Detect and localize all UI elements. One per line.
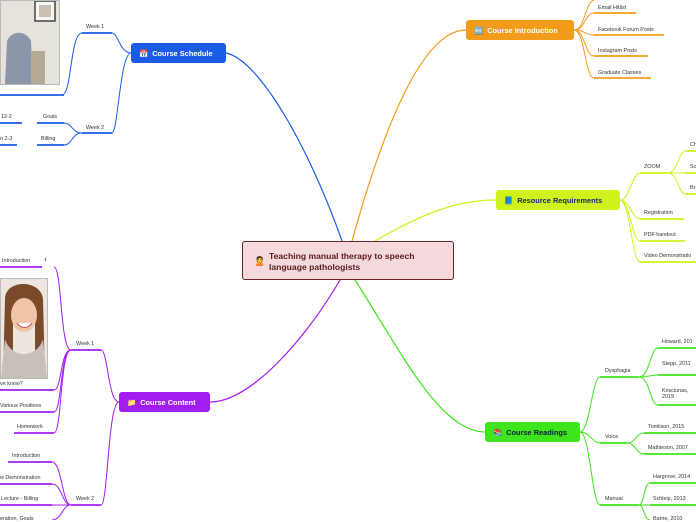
link-center-readings xyxy=(354,279,486,433)
reading-barrie[interactable]: Barrie, 2010 xyxy=(653,516,683,522)
content-w2-goals[interactable]: eration, Goals xyxy=(0,516,34,522)
new-badge-icon: 🆕 xyxy=(474,25,484,35)
course-schedule-node[interactable]: 📅 Course Schedule xyxy=(131,43,226,63)
content-w2-demonstration[interactable]: w Demonstration xyxy=(0,475,41,481)
intro-instagram-posts[interactable]: Instagram Posts xyxy=(598,48,637,54)
schedule-partial-1[interactable]: 12-2 xyxy=(1,114,12,120)
content-week1[interactable]: Week 1 xyxy=(76,341,95,347)
reading-mathieson[interactable]: Mathieson, 2007 xyxy=(648,445,688,451)
content-w2-introduction[interactable]: Introduction xyxy=(12,453,41,459)
photo-image xyxy=(1,1,59,84)
schedule-billing[interactable]: Billing xyxy=(41,136,56,142)
link-center-schedule xyxy=(225,52,343,242)
books-icon: 📚 xyxy=(493,427,503,437)
readings-manual[interactable]: Manual xyxy=(605,496,623,502)
resource-zoom-item-2[interactable]: Sc xyxy=(690,164,696,170)
resource-pdf-handout[interactable]: PDF handout xyxy=(644,232,676,238)
readings-links xyxy=(579,347,696,520)
link-center-resource xyxy=(374,199,497,242)
course-introduction-label: Course Introduction xyxy=(487,25,558,35)
course-content-label: Course Content xyxy=(140,397,196,407)
reading-tomlison[interactable]: Tomlison, 2015 xyxy=(648,424,685,430)
intro-email-hitlist[interactable]: Email Hitlist xyxy=(598,5,627,11)
link-center-intro xyxy=(351,29,467,242)
content-w2-lecture-billing[interactable]: Lecture - Billing xyxy=(1,496,39,502)
course-content-node[interactable]: 📁 Course Content xyxy=(119,392,210,412)
book-icon: 📘 xyxy=(504,195,514,205)
course-readings-label: Course Readings xyxy=(506,427,567,437)
central-topic[interactable]: 🙎 Teaching manual therapy to speech lang… xyxy=(242,241,454,280)
resource-zoom-item-3[interactable]: Br xyxy=(690,185,696,191)
reading-hargrove[interactable]: Hargrove, 2014 xyxy=(653,474,691,480)
schedule-week1[interactable]: Week 1 xyxy=(86,24,105,30)
reading-schleip[interactable]: Schleip, 2013 xyxy=(653,496,686,502)
resource-zoom[interactable]: ZOOM xyxy=(644,164,661,170)
course-schedule-label: Course Schedule xyxy=(152,48,213,58)
central-topic-text: Teaching manual therapy to speech langua… xyxy=(269,251,415,272)
link-center-content xyxy=(209,279,341,403)
folder-icon: 📁 xyxy=(127,397,137,407)
reading-stepp[interactable]: Stepp, 2011 xyxy=(662,361,691,367)
content-photo xyxy=(0,278,48,379)
course-introduction-node[interactable]: 🆕 Course Introduction xyxy=(466,20,574,40)
resource-links xyxy=(619,150,696,263)
intro-links xyxy=(573,0,664,79)
person-icon: 🙎 xyxy=(254,256,266,266)
reading-howard[interactable]: Howard, 201 xyxy=(662,339,693,345)
readings-voice[interactable]: Voice xyxy=(605,434,619,440)
resource-requirements-label: Resource Requirements xyxy=(517,195,603,205)
schedule-photo xyxy=(0,0,60,85)
content-links xyxy=(0,266,120,520)
intro-facebook-posts[interactable]: Facebook Forum Posts xyxy=(598,27,654,33)
content-w1-homework[interactable]: Homework xyxy=(17,424,43,430)
schedule-partial-2[interactable]: n 2-3 xyxy=(0,136,13,142)
readings-dysphagia[interactable]: Dysphagia xyxy=(605,368,631,374)
resource-zoom-item-1[interactable]: Ch xyxy=(690,142,696,148)
calendar-icon: 📅 xyxy=(139,48,149,58)
course-readings-node[interactable]: 📚 Course Readings xyxy=(485,422,580,442)
info-icon[interactable]: ℹ xyxy=(44,257,47,263)
intro-graduate-classes[interactable]: Graduate Classes xyxy=(598,70,642,76)
face-photo-image xyxy=(1,279,47,378)
schedule-goals[interactable]: Goals xyxy=(43,114,58,120)
content-w1-introduction[interactable]: Introduction xyxy=(2,258,31,264)
resource-requirements-node[interactable]: 📘 Resource Requirements xyxy=(496,190,620,210)
resource-registration[interactable]: Registration xyxy=(644,210,673,216)
schedule-week2[interactable]: Week 2 xyxy=(86,125,105,131)
content-w1-item-2[interactable]: ve know? xyxy=(0,381,23,387)
content-w1-various-positions[interactable]: Various Positions xyxy=(0,403,42,409)
resource-video-demonstration[interactable]: Video Demonstratio xyxy=(644,253,692,259)
reading-krisciunas[interactable]: Krisciunas, 2019 xyxy=(662,388,689,400)
schedule-links xyxy=(0,32,132,146)
content-week2[interactable]: Week 2 xyxy=(76,496,95,502)
